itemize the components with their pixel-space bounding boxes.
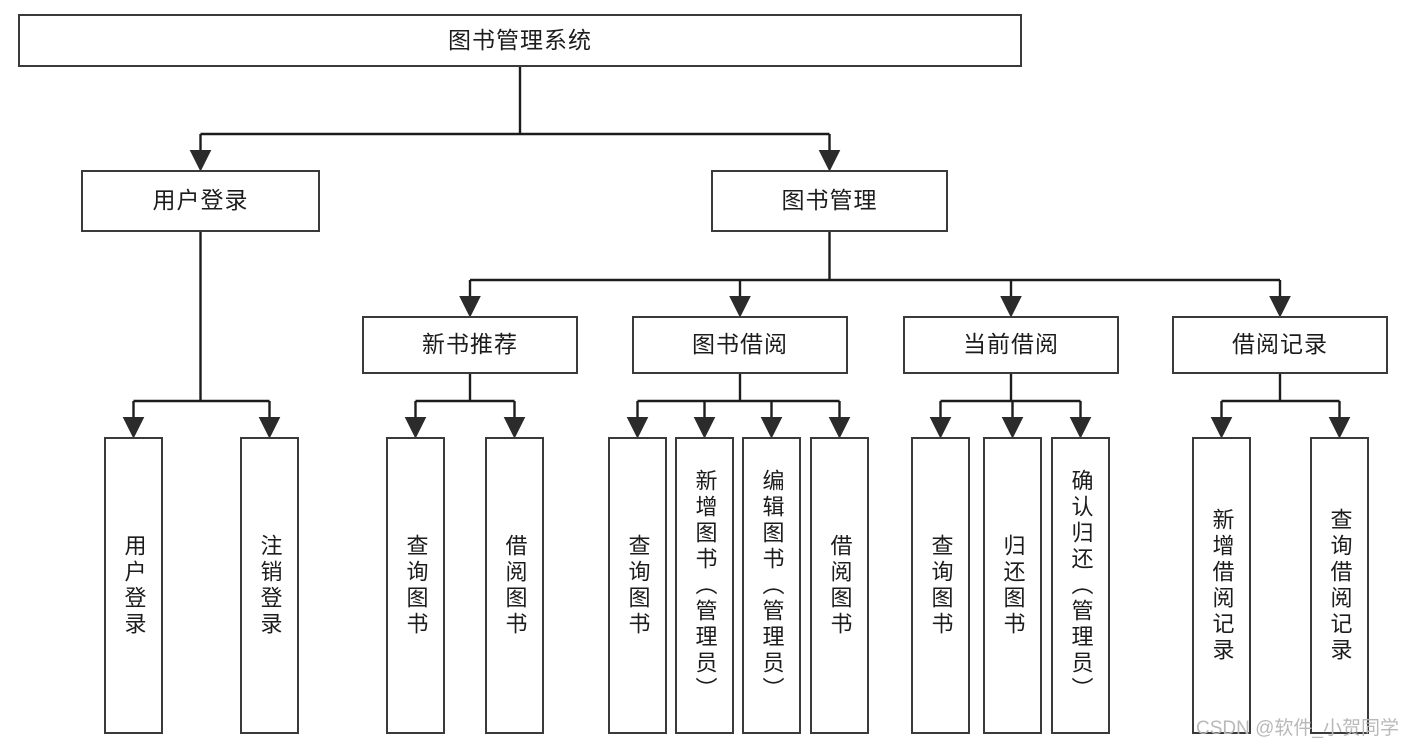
- node-current-borrow[interactable]: 当前借阅: [903, 316, 1119, 374]
- node-label-leaf-return-book: 归还图书: [1000, 533, 1026, 638]
- node-root[interactable]: 图书管理系统: [18, 14, 1022, 67]
- node-leaf-borrow-book-2[interactable]: 借阅图书: [810, 437, 869, 734]
- node-borrow-record[interactable]: 借阅记录: [1172, 316, 1388, 374]
- node-leaf-user-login[interactable]: 用户登录: [104, 437, 163, 734]
- node-label-root: 图书管理系统: [448, 26, 592, 53]
- node-label-leaf-confirm-return-admin: 确认归还（管理员）: [1068, 468, 1094, 703]
- edge-group: [122, 67, 1351, 439]
- node-user-login[interactable]: 用户登录: [81, 170, 320, 232]
- node-label-leaf-add-borrow-record: 新增借阅记录: [1209, 507, 1235, 664]
- node-label-user-login: 用户登录: [152, 187, 249, 214]
- node-leaf-logout[interactable]: 注销登录: [240, 437, 299, 734]
- node-label-leaf-query-borrow-record: 查询借阅记录: [1327, 507, 1353, 664]
- node-leaf-query-book-2[interactable]: 查询图书: [608, 437, 667, 734]
- node-leaf-query-book-3[interactable]: 查询图书: [911, 437, 970, 734]
- node-label-leaf-query-book-3: 查询图书: [928, 533, 954, 638]
- node-leaf-add-borrow-record[interactable]: 新增借阅记录: [1192, 437, 1251, 734]
- node-label-leaf-borrow-book-1: 借阅图书: [502, 533, 528, 638]
- node-leaf-borrow-book-1[interactable]: 借阅图书: [485, 437, 544, 734]
- node-label-leaf-query-book-2: 查询图书: [625, 533, 651, 638]
- node-book-manage[interactable]: 图书管理: [711, 170, 948, 232]
- node-label-new-book-recommend: 新书推荐: [422, 331, 518, 358]
- node-label-leaf-logout: 注销登录: [257, 533, 283, 638]
- node-label-leaf-query-book-1: 查询图书: [403, 533, 429, 638]
- node-label-borrow-record: 借阅记录: [1232, 331, 1328, 358]
- node-leaf-add-book-admin[interactable]: 新增图书（管理员）: [675, 437, 734, 734]
- node-leaf-query-borrow-record[interactable]: 查询借阅记录: [1310, 437, 1369, 734]
- node-label-leaf-add-book-admin: 新增图书（管理员）: [692, 468, 718, 703]
- node-new-book-recommend[interactable]: 新书推荐: [362, 316, 578, 374]
- node-label-leaf-edit-book-admin: 编辑图书（管理员）: [759, 468, 785, 703]
- node-book-borrow[interactable]: 图书借阅: [632, 316, 848, 374]
- node-leaf-query-book-1[interactable]: 查询图书: [386, 437, 445, 734]
- node-label-book-manage: 图书管理: [781, 187, 878, 214]
- node-label-current-borrow: 当前借阅: [963, 331, 1059, 358]
- node-label-leaf-user-login: 用户登录: [121, 533, 147, 638]
- node-leaf-confirm-return-admin[interactable]: 确认归还（管理员）: [1051, 437, 1110, 734]
- node-label-leaf-borrow-book-2: 借阅图书: [827, 533, 853, 638]
- node-leaf-return-book[interactable]: 归还图书: [983, 437, 1042, 734]
- node-label-book-borrow: 图书借阅: [692, 331, 788, 358]
- node-leaf-edit-book-admin[interactable]: 编辑图书（管理员）: [742, 437, 801, 734]
